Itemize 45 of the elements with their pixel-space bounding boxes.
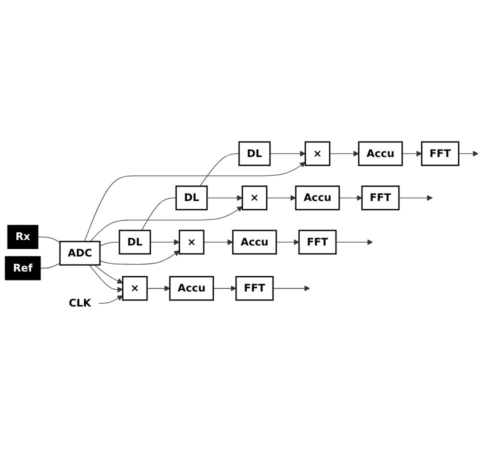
node-box: FFT	[235, 276, 274, 301]
arrow	[266, 195, 296, 201]
node-box: ×	[242, 186, 268, 210]
node-box: Accu	[232, 230, 277, 255]
node-box: FFT	[361, 186, 400, 210]
node-box: DL	[118, 230, 151, 255]
node-box: ×	[178, 230, 204, 255]
node-box: Ref	[4, 256, 41, 280]
arrow	[270, 150, 306, 157]
arrow	[276, 239, 300, 246]
node-box: Accu	[358, 141, 403, 166]
arrow	[272, 286, 310, 292]
arrow	[100, 250, 180, 265]
arrow	[146, 286, 170, 292]
arrow	[338, 195, 362, 201]
node-box: ×	[122, 276, 148, 301]
node-box: FFT	[298, 230, 337, 255]
node-box: DL	[238, 141, 271, 166]
connector	[40, 262, 60, 269]
arrow	[336, 239, 373, 246]
node-box: DL	[175, 186, 208, 210]
arrow	[206, 195, 243, 201]
arrow	[90, 206, 243, 242]
arrow	[329, 150, 359, 157]
node-box: FFT	[421, 141, 460, 166]
node-box: ADC	[59, 240, 101, 266]
arrow	[84, 162, 306, 242]
connector	[100, 242, 120, 246]
node-box: Accu	[295, 186, 340, 210]
arrow	[458, 150, 478, 157]
arrow	[94, 264, 123, 284]
arrow	[212, 286, 236, 292]
arrow	[150, 239, 180, 246]
node-box: Accu	[169, 276, 214, 301]
node-box: ×	[304, 141, 330, 166]
connector	[200, 153, 240, 187]
arrow	[89, 264, 123, 293]
connector	[38, 236, 60, 243]
node-box: Rx	[7, 224, 38, 249]
arrow	[203, 239, 234, 246]
node-text: CLK	[68, 296, 92, 310]
arrow	[98, 295, 123, 304]
arrow	[398, 195, 433, 201]
arrow	[402, 150, 422, 157]
connector	[141, 198, 176, 231]
